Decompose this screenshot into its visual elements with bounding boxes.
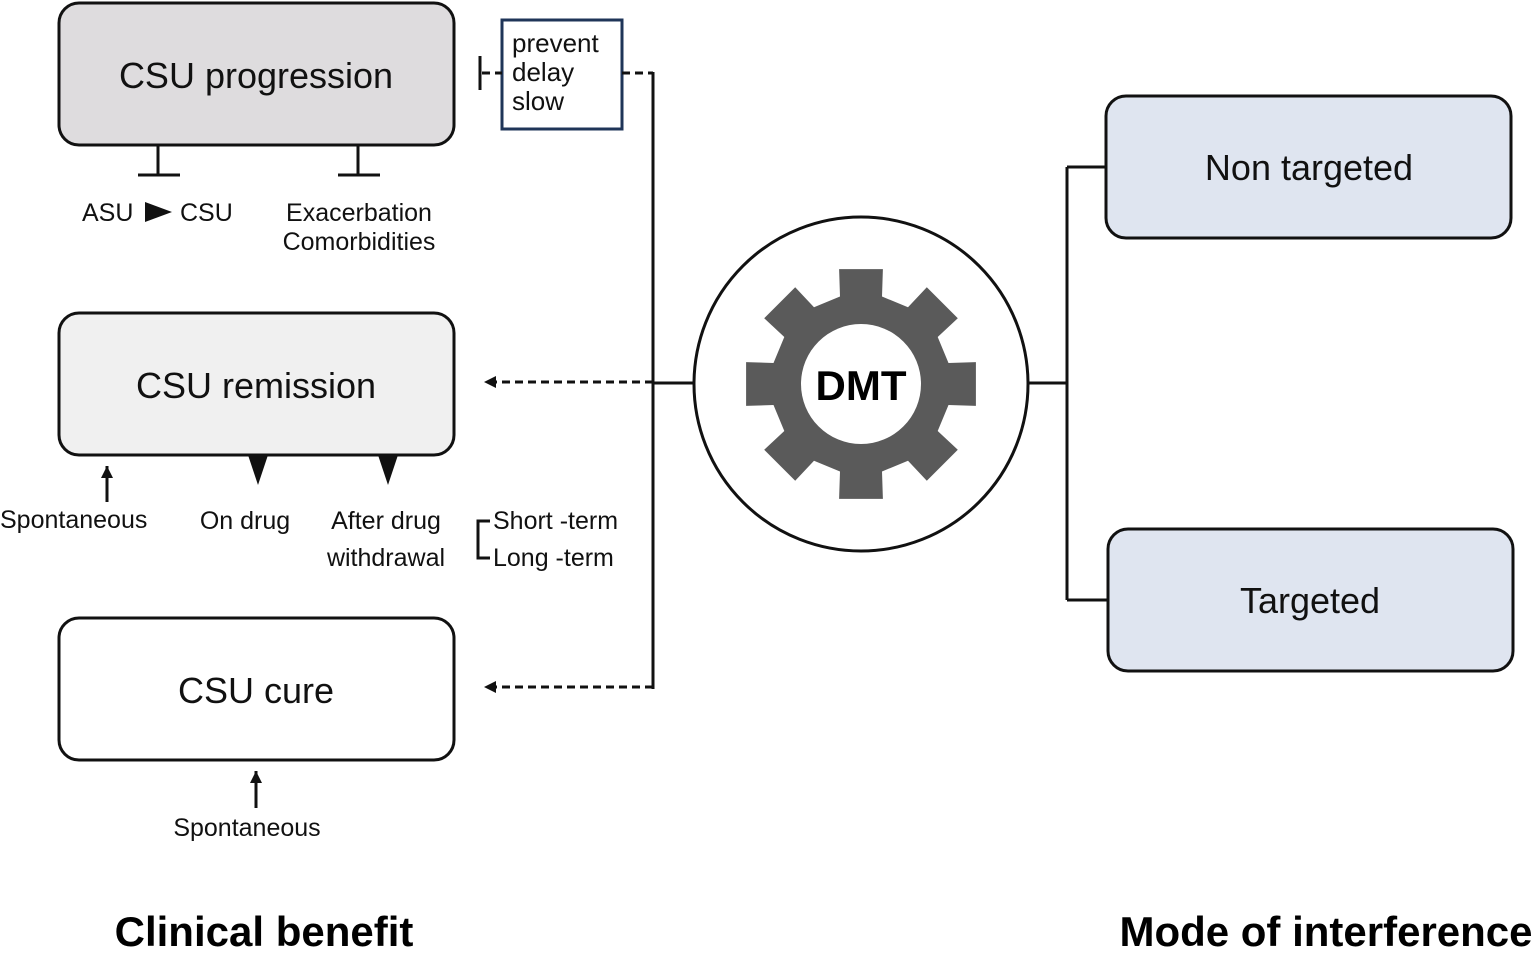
csu-cure-label: CSU cure [178,670,334,711]
cure-spontaneous-label: Spontaneous [173,814,320,842]
csu-remission-label: CSU remission [136,365,376,406]
withdrawal-label: withdrawal [326,544,445,572]
short-term-label: Short -term [493,507,618,535]
targeted-label: Targeted [1240,580,1380,621]
on-drug-triangle-icon [248,455,268,485]
progression-inhibit-tee [478,56,653,90]
csu-progression-label: CSU progression [119,55,393,96]
csu-label: CSU [180,199,233,227]
note-slow: slow [512,86,564,116]
comorbidities-label: Comorbidities [283,228,436,256]
non-targeted-label: Non targeted [1205,147,1413,188]
asu-label: ASU [82,199,133,227]
csu-cure-box [57,616,456,762]
inhibition-bar-left [138,145,180,177]
on-drug-label: On drug [200,507,290,535]
dmt-label: DMT [816,362,907,409]
csu-progression-box [57,1,456,147]
targeted-box [1106,527,1515,673]
footer-mode-of-interference: Mode of interference [1119,908,1532,955]
exacerbation-label: Exacerbation [286,199,432,227]
gear-hub [801,324,921,444]
long-term-label: Long -term [493,544,614,572]
non-targeted-box [1104,94,1513,240]
after-drug-label: After drug [331,507,441,535]
asu-to-csu-arrow-icon [145,202,172,222]
after-drug-triangle-icon [378,455,398,485]
term-bracket [476,519,490,560]
footer-clinical-benefit: Clinical benefit [115,908,414,955]
note-prevent: prevent [512,28,599,58]
inhibition-bar-right [338,145,380,177]
note-delay: delay [512,57,574,87]
remission-spontaneous-label: Spontaneous [0,506,147,534]
